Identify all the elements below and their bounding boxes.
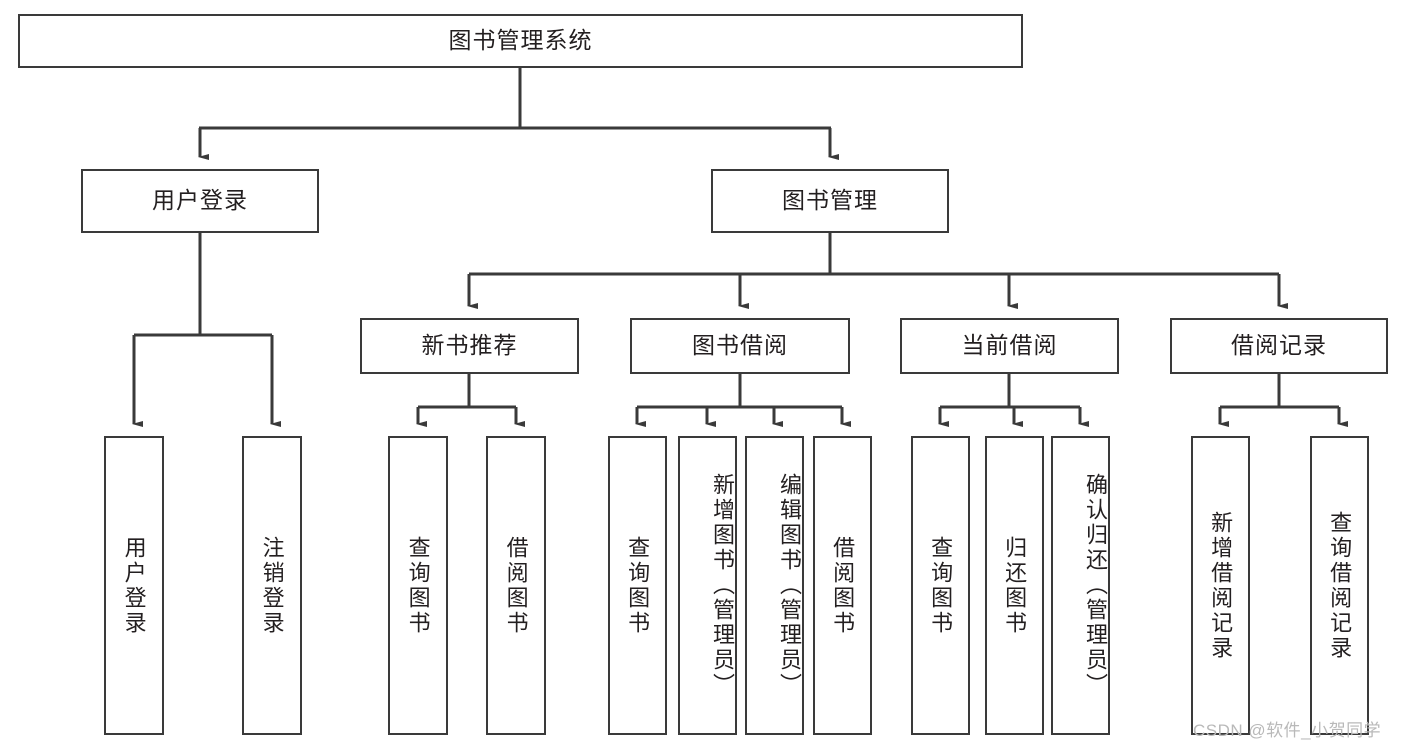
node-current-borrow-label: 当前借阅 — [961, 332, 1058, 359]
node-leaf-add-book[interactable]: 新增图书（管理员） — [678, 436, 737, 735]
node-leaf-query-book-3[interactable]: 查询图书 — [911, 436, 970, 735]
node-user-login[interactable]: 用户登录 — [81, 169, 319, 233]
node-new-book-recommend-label: 新书推荐 — [421, 332, 518, 359]
node-book-manage-label: 图书管理 — [782, 187, 878, 214]
node-leaf-add-borrow-record[interactable]: 新增借阅记录 — [1191, 436, 1250, 735]
node-leaf-query-book-2[interactable]: 查询图书 — [608, 436, 667, 735]
node-leaf-confirm-return[interactable]: 确认归还（管理员） — [1051, 436, 1110, 735]
node-book-manage[interactable]: 图书管理 — [711, 169, 949, 233]
node-leaf-query-book-1[interactable]: 查询图书 — [388, 436, 448, 735]
node-current-borrow[interactable]: 当前借阅 — [900, 318, 1119, 374]
node-root-label: 图书管理系统 — [448, 27, 593, 54]
node-leaf-edit-book[interactable]: 编辑图书（管理员） — [745, 436, 804, 735]
node-leaf-query-borrow-record[interactable]: 查询借阅记录 — [1310, 436, 1369, 735]
node-user-login-label: 用户登录 — [152, 187, 248, 214]
node-book-borrow[interactable]: 图书借阅 — [630, 318, 850, 374]
node-leaf-return-book[interactable]: 归还图书 — [985, 436, 1044, 735]
node-leaf-logout[interactable]: 注销登录 — [242, 436, 302, 735]
node-borrow-record-label: 借阅记录 — [1231, 332, 1327, 359]
node-new-book-recommend[interactable]: 新书推荐 — [360, 318, 579, 374]
csdn-watermark: CSDN @软件_小贺同学 — [1193, 721, 1382, 740]
node-book-borrow-label: 图书借阅 — [692, 332, 788, 359]
node-leaf-borrow-book-1[interactable]: 借阅图书 — [486, 436, 546, 735]
node-root[interactable]: 图书管理系统 — [18, 14, 1023, 68]
node-leaf-borrow-book-2[interactable]: 借阅图书 — [813, 436, 872, 735]
node-leaf-user-login[interactable]: 用户登录 — [104, 436, 164, 735]
node-borrow-record[interactable]: 借阅记录 — [1170, 318, 1388, 374]
